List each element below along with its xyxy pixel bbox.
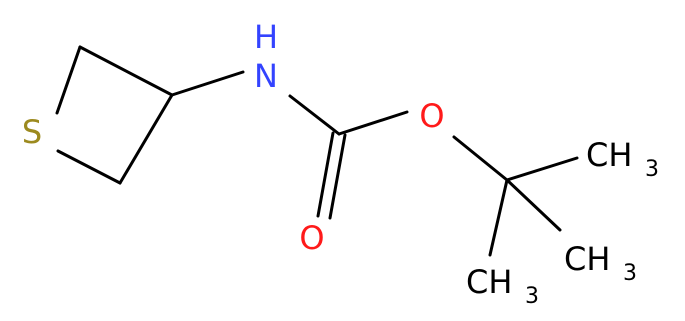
bond-c3-c-bottom [118, 93, 174, 185]
bond-tbutyl-methyl-b [505, 178, 562, 232]
nitrogen-atom-label: N [254, 57, 278, 95]
bond-o-tbutyl [452, 135, 509, 182]
bond-tbutyl-methyl-c [488, 178, 509, 257]
bond-c-top-c3 [78, 45, 174, 97]
methyl-group-b: CH 3 [564, 240, 637, 286]
methyl-b-subscript: 3 [623, 261, 637, 286]
sulfur-atom-label: S [22, 113, 42, 151]
hydrogen-atom-label: H [254, 18, 278, 56]
bond-n-carbonyl [288, 94, 341, 136]
ester-oxygen-label: O [419, 97, 444, 135]
bond-carbonyl-o-ester [337, 110, 409, 136]
bond-carbonyl-double-1 [328, 133, 347, 220]
methyl-group-a: CH 3 [586, 136, 659, 182]
methyl-a-label: CH [586, 136, 632, 174]
methyl-c-subscript: 3 [525, 284, 539, 309]
bond-c-bottom-s [56, 149, 122, 185]
methyl-b-label: CH [564, 240, 610, 278]
carbonyl-oxygen-label: O [299, 219, 324, 257]
bond-carbonyl-double-2 [316, 131, 335, 218]
methyl-group-c: CH 3 [466, 263, 539, 309]
bond-tbutyl-methyl-a [505, 156, 579, 182]
bond-c3-n [170, 70, 245, 97]
bond-s-c-top [55, 45, 82, 115]
methyl-c-label: CH [466, 263, 512, 301]
methyl-a-subscript: 3 [645, 157, 659, 182]
